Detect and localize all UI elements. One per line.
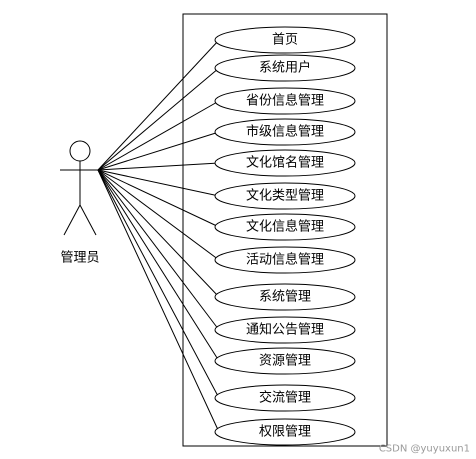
use-case-label: 省份信息管理 <box>246 93 324 109</box>
use-case-ellipse <box>214 347 356 375</box>
association-line <box>97 100 220 171</box>
use-case-label: 资源管理 <box>259 354 311 369</box>
use-case-label: 系统用户 <box>259 60 311 76</box>
system-boundary <box>182 13 388 447</box>
use-case-label: 首页 <box>272 33 298 48</box>
use-case-label: 市级信息管理 <box>246 124 324 140</box>
association-line <box>97 162 220 171</box>
use-case-ellipse <box>214 316 356 344</box>
association-line <box>97 39 220 171</box>
watermark: CSDN @yuyuxun1 <box>379 444 470 455</box>
use-case: 交流管理 <box>214 384 356 412</box>
association-line <box>97 169 220 331</box>
use-case: 省份信息管理 <box>214 87 356 115</box>
use-case: 文化信息管理 <box>214 213 356 241</box>
association-line <box>97 131 220 171</box>
use-case-ellipse <box>214 54 356 82</box>
use-case-label: 文化类型管理 <box>246 189 324 204</box>
use-case-ellipse <box>214 149 356 177</box>
use-case: 资源管理 <box>214 347 356 375</box>
use-case: 系统管理 <box>214 283 356 311</box>
use-case: 活动信息管理 <box>214 246 356 274</box>
actor-left-leg <box>63 204 81 236</box>
association-line <box>97 169 220 433</box>
use-case-ellipse <box>214 213 356 241</box>
use-case-label: 文化信息管理 <box>246 219 324 235</box>
use-case-ellipse <box>214 26 356 54</box>
use-case: 系统用户 <box>214 54 356 82</box>
association-line <box>97 67 220 171</box>
use-case-ellipse <box>214 182 356 210</box>
association-line <box>97 169 220 399</box>
actor-figure <box>60 140 100 236</box>
use-case-ellipse <box>214 384 356 412</box>
use-case-ellipse <box>214 87 356 115</box>
association-line <box>97 169 220 298</box>
use-case-label: 通知公告管理 <box>246 322 324 338</box>
actor-label: 管理员 <box>60 251 99 266</box>
actor-head <box>69 140 91 162</box>
use-case-label: 系统管理 <box>259 290 311 305</box>
use-case: 文化馆名管理 <box>214 149 356 177</box>
use-case: 权限管理 <box>214 418 356 446</box>
use-case-group: 首页系统用户省份信息管理市级信息管理文化馆名管理文化类型管理文化信息管理活动信息… <box>214 26 356 446</box>
use-case-ellipse <box>214 118 356 146</box>
association-line <box>97 169 220 362</box>
association-line <box>97 169 220 228</box>
use-case-ellipse <box>214 418 356 446</box>
use-case-label: 交流管理 <box>259 390 311 406</box>
use-case: 首页 <box>214 26 356 54</box>
use-case-label: 权限管理 <box>259 424 311 440</box>
use-case-label: 活动信息管理 <box>246 252 324 268</box>
association-line <box>97 169 220 261</box>
association-lines <box>97 39 220 433</box>
use-case-ellipse <box>214 283 356 311</box>
actor-right-leg <box>79 204 97 236</box>
use-case: 文化类型管理 <box>214 182 356 210</box>
use-case: 通知公告管理 <box>214 316 356 344</box>
use-case-ellipse <box>214 246 356 274</box>
use-case-label: 文化馆名管理 <box>246 155 324 171</box>
association-line <box>97 169 220 197</box>
use-case: 市级信息管理 <box>214 118 356 146</box>
